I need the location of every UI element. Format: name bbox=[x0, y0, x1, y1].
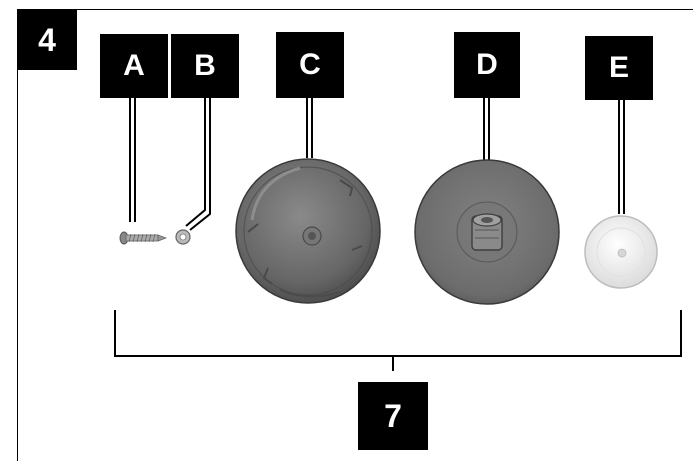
white-plug-icon bbox=[584, 215, 658, 289]
screw-icon bbox=[119, 231, 168, 245]
figure-frame bbox=[17, 9, 693, 461]
group-bracket bbox=[114, 310, 682, 371]
part-label-d: D bbox=[454, 32, 520, 98]
part-label-b: B bbox=[171, 34, 239, 98]
cap-icon bbox=[235, 158, 381, 304]
part-label-c: C bbox=[276, 32, 344, 98]
disc-with-nut-icon bbox=[414, 159, 560, 305]
part-label-a: A bbox=[100, 34, 168, 98]
part-label-e: E bbox=[585, 36, 653, 100]
leader-lines bbox=[129, 98, 625, 231]
washer-icon bbox=[175, 229, 191, 245]
figure-number-label: 4 bbox=[17, 10, 77, 70]
group-label-7: 7 bbox=[358, 382, 428, 450]
